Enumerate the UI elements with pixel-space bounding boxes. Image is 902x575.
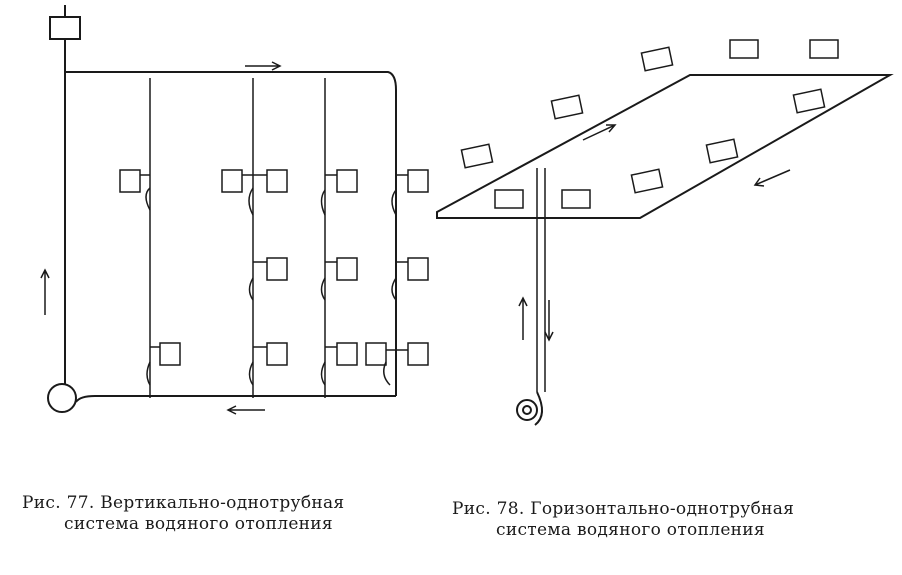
riser-pipes [536,168,546,392]
boiler [516,399,538,421]
flow-arrows-fig77 [40,61,282,415]
figure-number: Рис. 77. [22,493,95,513]
return-main [75,395,396,403]
expansion-tank [49,16,81,40]
caption-line-1: Вертикально-однотрубная [100,493,345,513]
figure-77-caption: Рис. 77. Вертикально-однотрубная система… [22,493,344,535]
flow-arrows-fig78 [518,124,791,342]
horizontal-loop [436,74,894,219]
figure-77-vertical-system [40,5,429,415]
caption-line-2: система водяного отопления [496,520,765,540]
radiators-fig77 [119,169,429,386]
caption-line-1: Горизонтально-однотрубная [530,499,795,519]
caption-line-2: система водяного отопления [64,514,333,534]
figure-number: Рис. 78. [452,499,525,519]
supply-main [65,71,397,396]
figure-78-caption: Рис. 78. Горизонтально-однотрубная систе… [452,499,794,541]
figure-78-horizontal-system [436,39,894,426]
boiler [47,383,77,413]
radiators-fig78 [460,39,839,209]
